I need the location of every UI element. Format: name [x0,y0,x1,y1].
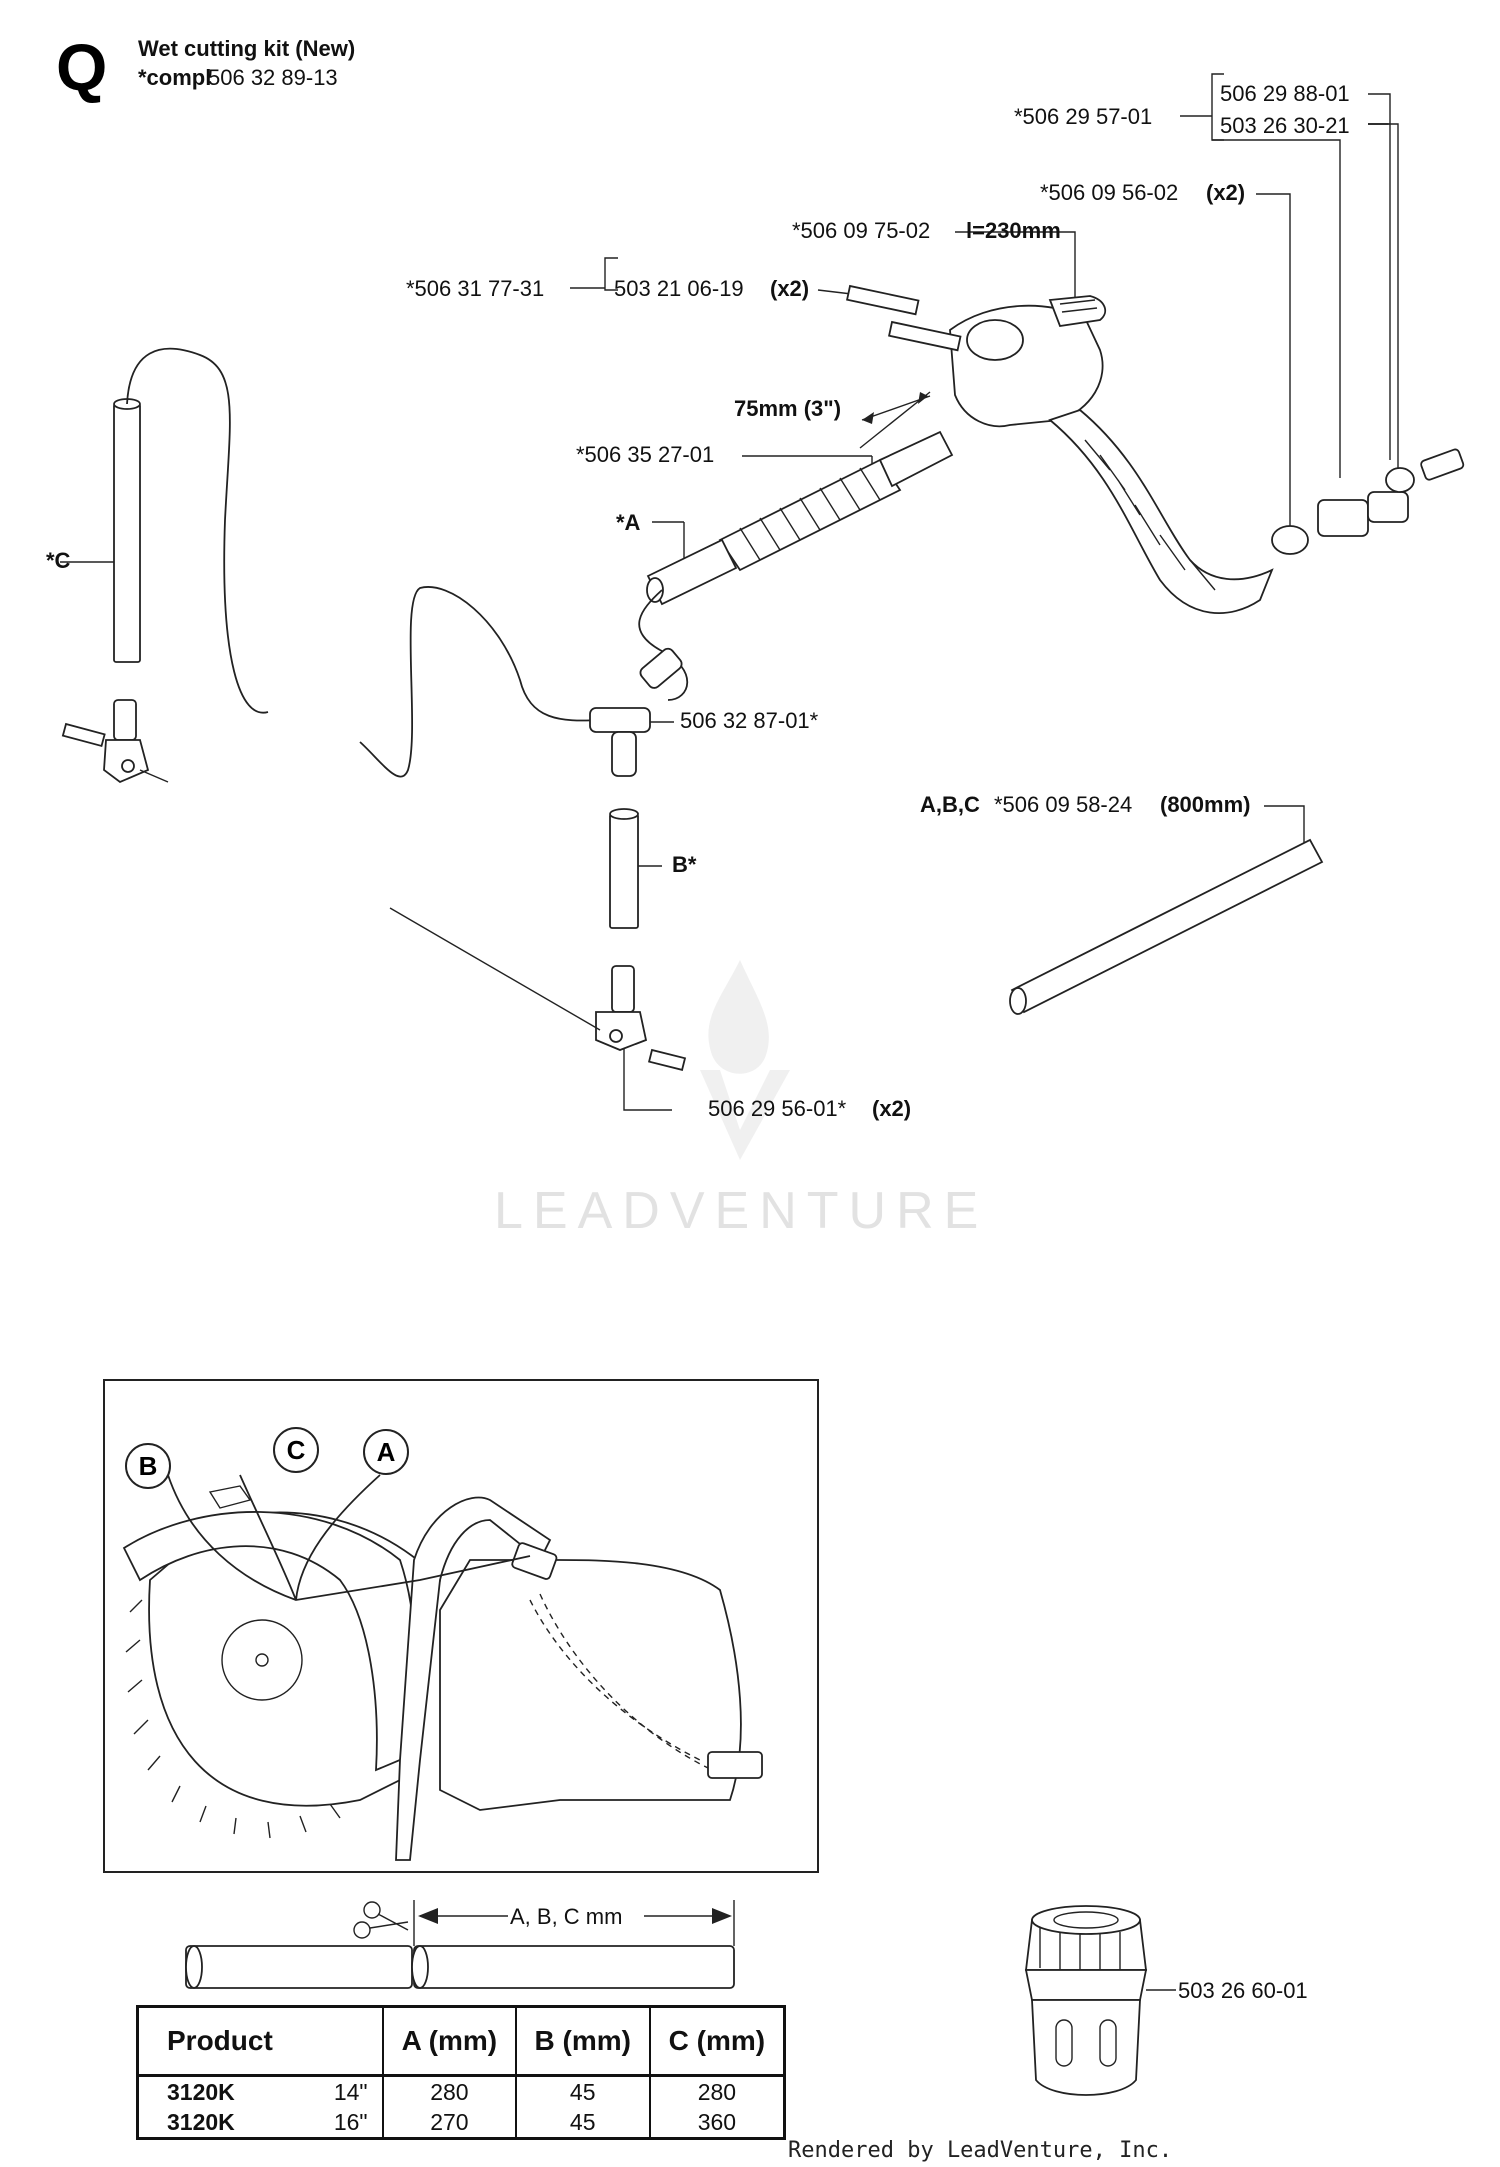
label-abc-prefix: A,B,C [920,792,980,817]
col-header-a: A (mm) [382,2006,516,2077]
callout-c: C [273,1427,319,1473]
watermark-text: LEADVENTURE [494,1182,988,1240]
label-503-26-60-01: 503 26 60-01 [1178,1978,1308,2003]
tube-b [609,808,639,929]
cell-size: 16" [333,2108,368,2135]
section-letter: Q [56,30,107,104]
label-506-09-58-24: *506 09 58-24 [994,792,1132,817]
label-506-09-56-02-qty: (x2) [1206,180,1245,205]
cell-product: 3120K [167,2078,235,2105]
compl-number: 506 32 89-13 [208,65,338,90]
label-506-09-75-02-length: l=230mm [966,218,1061,243]
elbow-lower [389,907,687,1071]
cell-product: 3120K [167,2108,235,2135]
label-506-09-56-02: *506 09 56-02 [1040,180,1178,205]
col-header-b: B (mm) [514,2006,650,2077]
elbow-left [61,699,169,784]
table-row: 3120K 14" 280 45 280 [138,2075,785,2107]
section-title: Wet cutting kit (New) [138,36,355,61]
tube-c [113,347,269,714]
label-506-29-88-01: 506 29 88-01 [1220,81,1350,106]
watermark-logo [700,960,790,1160]
compl-prefix: *compl [138,65,211,90]
label-503-26-30-21: 503 26 30-21 [1220,113,1350,138]
label-dimension-75mm: 75mm (3") [734,396,841,421]
cell-c: 360 [648,2107,785,2139]
table-header-row: Product A (mm) B (mm) C (mm) [137,2006,785,2077]
cell-size: 14" [333,2078,368,2105]
callout-b: B [125,1443,171,1489]
label-506-35-27-01: *506 35 27-01 [576,442,714,467]
svg-text:A: A [377,1437,396,1467]
hose-fittings [1271,448,1465,555]
cell-a: 280 [382,2075,516,2107]
nozzle-block [949,295,1107,428]
length-spec-table: Product A (mm) B (mm) C (mm) 3120K 14" 2… [136,2005,786,2140]
tee-connector [359,586,689,778]
callout-a: A [363,1429,409,1475]
cell-a: 270 [382,2107,516,2139]
label-b-star: B* [672,852,697,877]
spiral-hose [646,430,954,606]
cell-b: 45 [514,2075,650,2107]
label-506-29-56-01: 506 29 56-01* [708,1096,847,1121]
label-503-21-06-19: 503 21 06-19 [614,276,744,301]
rendered-by-footer: Rendered by LeadVenture, Inc. [788,2138,1173,2163]
long-tube [1009,838,1324,1015]
col-header-c: C (mm) [648,2006,785,2077]
col-header-product: Product [137,2006,384,2077]
screw-pair [846,284,962,352]
label-503-21-06-19-qty: (x2) [770,276,809,301]
braided-hose [1048,408,1274,615]
table-row: 3120K 16" 270 45 360 [138,2107,785,2139]
label-506-09-75-02: *506 09 75-02 [792,218,930,243]
label-506-31-77-31: *506 31 77-31 [406,276,544,301]
tube-cut-illustration [185,1900,735,1989]
cell-c: 280 [648,2075,785,2107]
scissors-icon [353,1901,409,1939]
label-star-a: *A [616,510,641,535]
label-506-29-56-01-qty: (x2) [872,1096,911,1121]
quick-coupling [1024,1905,1148,2096]
machine-illustration [122,1474,763,1861]
svg-text:B: B [139,1451,158,1481]
label-506-32-87-01: 506 32 87-01* [680,708,819,733]
dimension-75mm [859,391,931,449]
label-star-c: *C [46,548,71,573]
label-506-09-58-24-length: (800mm) [1160,792,1250,817]
svg-text:C: C [287,1435,306,1465]
label-506-29-57-01: *506 29 57-01 [1014,104,1152,129]
cell-b: 45 [514,2107,650,2139]
cut-dimension-label: A, B, C mm [510,1904,622,1929]
